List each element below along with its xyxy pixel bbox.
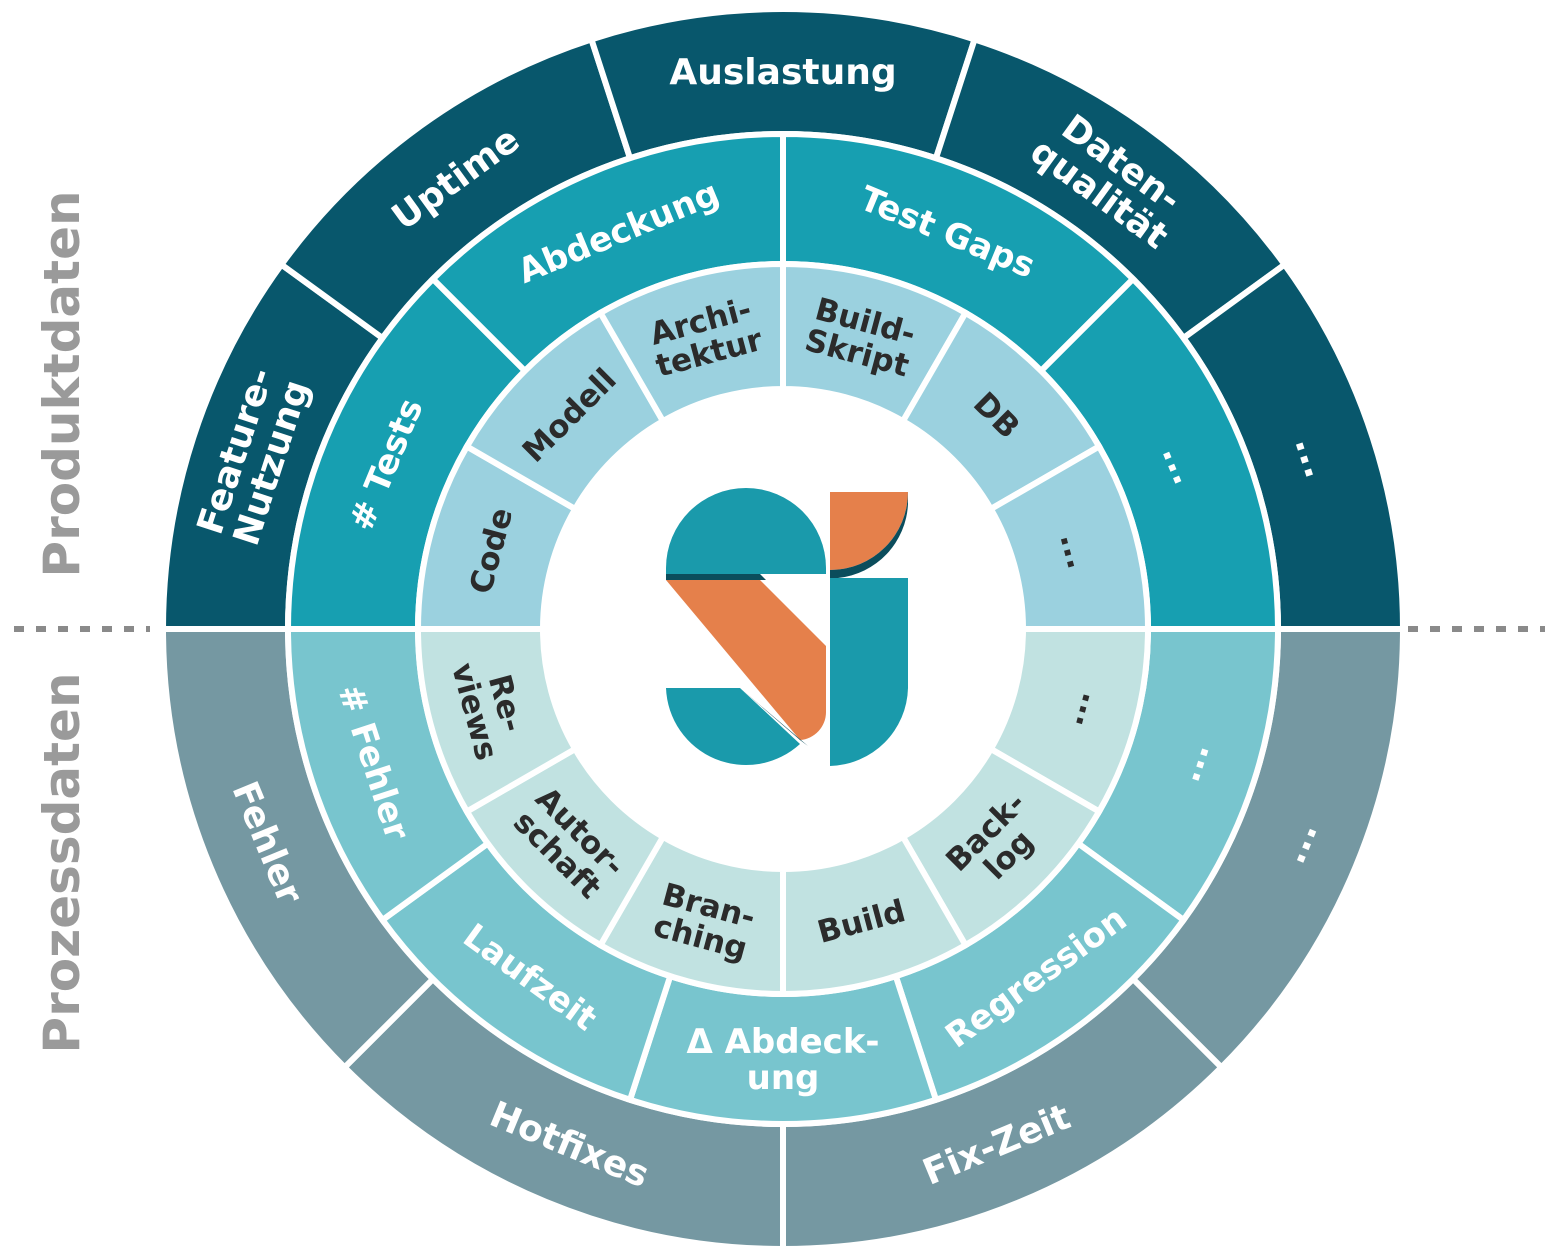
logo-icon xyxy=(666,488,908,766)
side-label-prozessdaten: Prozessdaten xyxy=(33,672,91,1053)
middle-ring-label-line: ung xyxy=(747,1058,820,1098)
logo-s-shadow-icon xyxy=(666,574,766,580)
middle-ring-label-prozess-2: Δ Abdeck-ung xyxy=(686,1022,879,1098)
logo-j-shadow-icon xyxy=(830,492,908,578)
side-label-produktdaten: Produktdaten xyxy=(33,190,91,577)
inner-ring-label-produkt-3: Build-Skript xyxy=(801,291,921,385)
logo-j-bar-icon xyxy=(830,578,908,766)
inner-ring-label-prozess-5: Re-views xyxy=(444,651,536,764)
logo-s-bottom-icon xyxy=(666,688,800,766)
middle-ring-label-line: Δ Abdeck- xyxy=(686,1022,879,1062)
ring-segments xyxy=(159,6,1407,1253)
logo-j-top-icon xyxy=(830,492,908,570)
outer-ring-label-produkt-0: Feature-Nutzung xyxy=(190,363,318,551)
logo-s-diag-shadow-icon xyxy=(740,688,808,746)
outer-ring-label-produkt-2: Auslastung xyxy=(669,52,896,93)
logo-s-top-icon xyxy=(666,488,826,574)
logo-s-diagonal-icon xyxy=(666,580,827,740)
outer-ring-label-line: Auslastung xyxy=(669,52,896,93)
